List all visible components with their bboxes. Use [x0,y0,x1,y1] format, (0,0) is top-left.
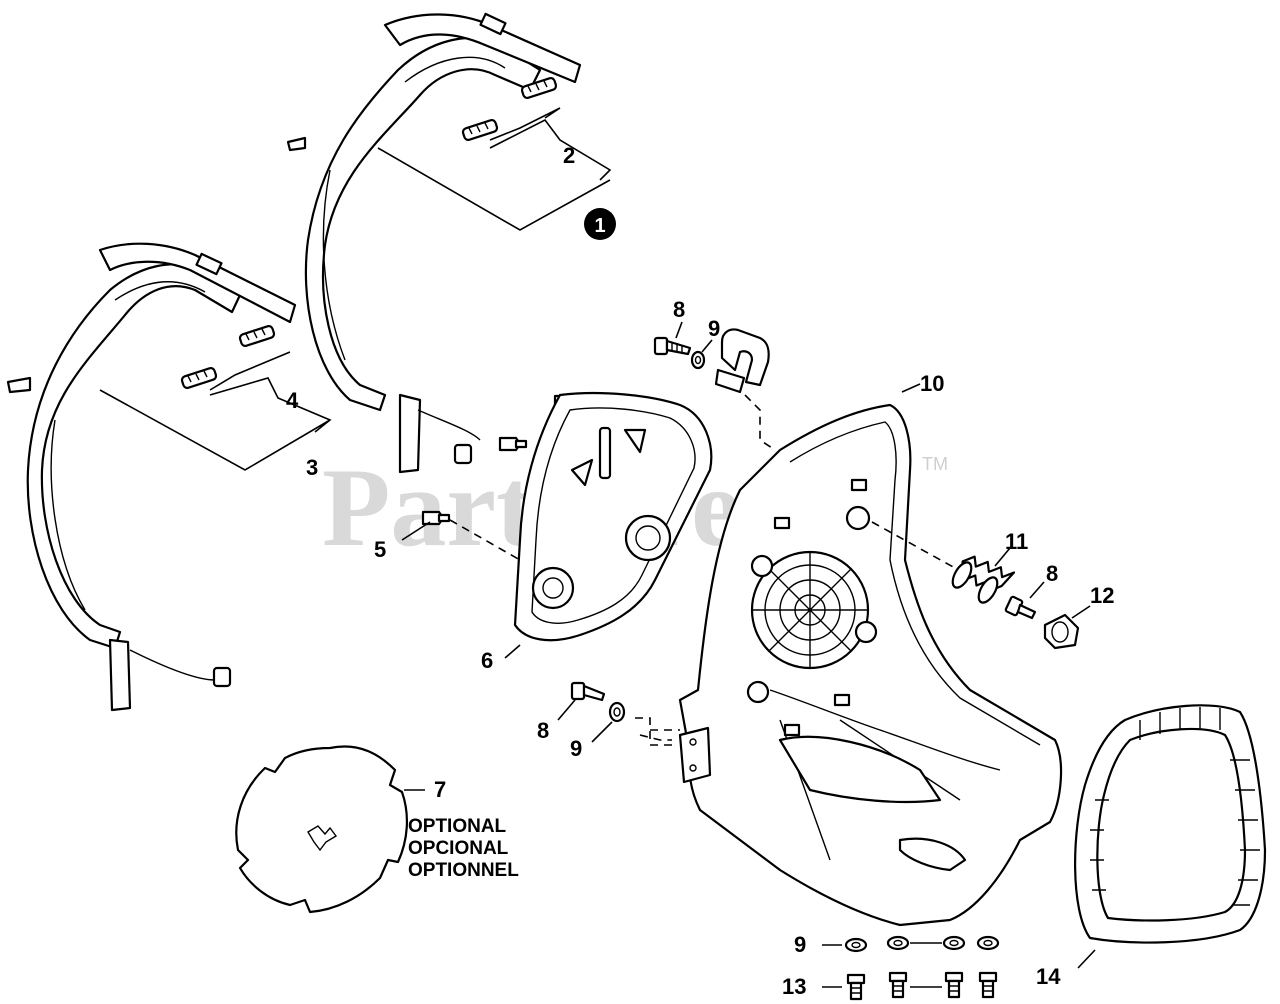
optional-plate[interactable] [235,745,409,914]
callout-3: 3 [306,455,318,480]
callout-8-right: 8 [1046,561,1058,586]
frame-ring[interactable] [1074,704,1267,944]
washer-middle[interactable] [608,701,626,723]
callout-5: 5 [374,537,386,562]
callout-2: 2 [563,143,575,168]
screw-top[interactable] [653,336,692,356]
callout-12: 12 [1090,583,1114,608]
back-frame[interactable] [678,403,1063,927]
screw-middle[interactable] [570,681,606,702]
callout-6: 6 [481,648,493,673]
callout-11: 11 [1005,529,1028,554]
shoulder-strap-upper[interactable] [286,12,582,474]
callout-7: 7 [434,777,446,802]
callout-8-middle: 8 [537,718,549,743]
watermark-trademark: TM [922,454,948,474]
washer-top[interactable] [690,350,706,370]
washers-bottom[interactable] [844,935,1000,953]
screws-bottom[interactable] [846,971,998,1001]
buckle-upper-a[interactable] [520,76,558,100]
buckle-upper-b[interactable] [461,118,499,142]
callout-10: 10 [920,371,944,396]
callout-13: 13 [782,974,806,999]
callout-8-top: 8 [673,297,685,322]
optional-label-es: OPCIONAL [408,838,509,859]
nut[interactable] [1043,613,1080,650]
callout-14: 14 [1036,964,1061,989]
optional-label-en: OPTIONAL [408,816,507,837]
callout-1-marker: 1 [584,208,616,240]
callout-9-bottom: 9 [794,932,806,957]
callout-1: 1 [594,215,605,237]
spring[interactable] [949,547,1016,605]
back-pad[interactable] [513,391,713,642]
bracket[interactable] [714,328,770,394]
shoulder-strap-lower[interactable] [6,242,297,712]
callout-4: 4 [286,388,299,413]
screw-right[interactable] [1004,595,1037,620]
callout-9-middle: 9 [570,736,582,761]
buckle-lower-b[interactable] [180,366,218,390]
callout-9-top: 9 [708,316,720,341]
buckle-lower-a[interactable] [238,324,276,348]
optional-label-fr: OPTIONNEL [408,860,519,881]
